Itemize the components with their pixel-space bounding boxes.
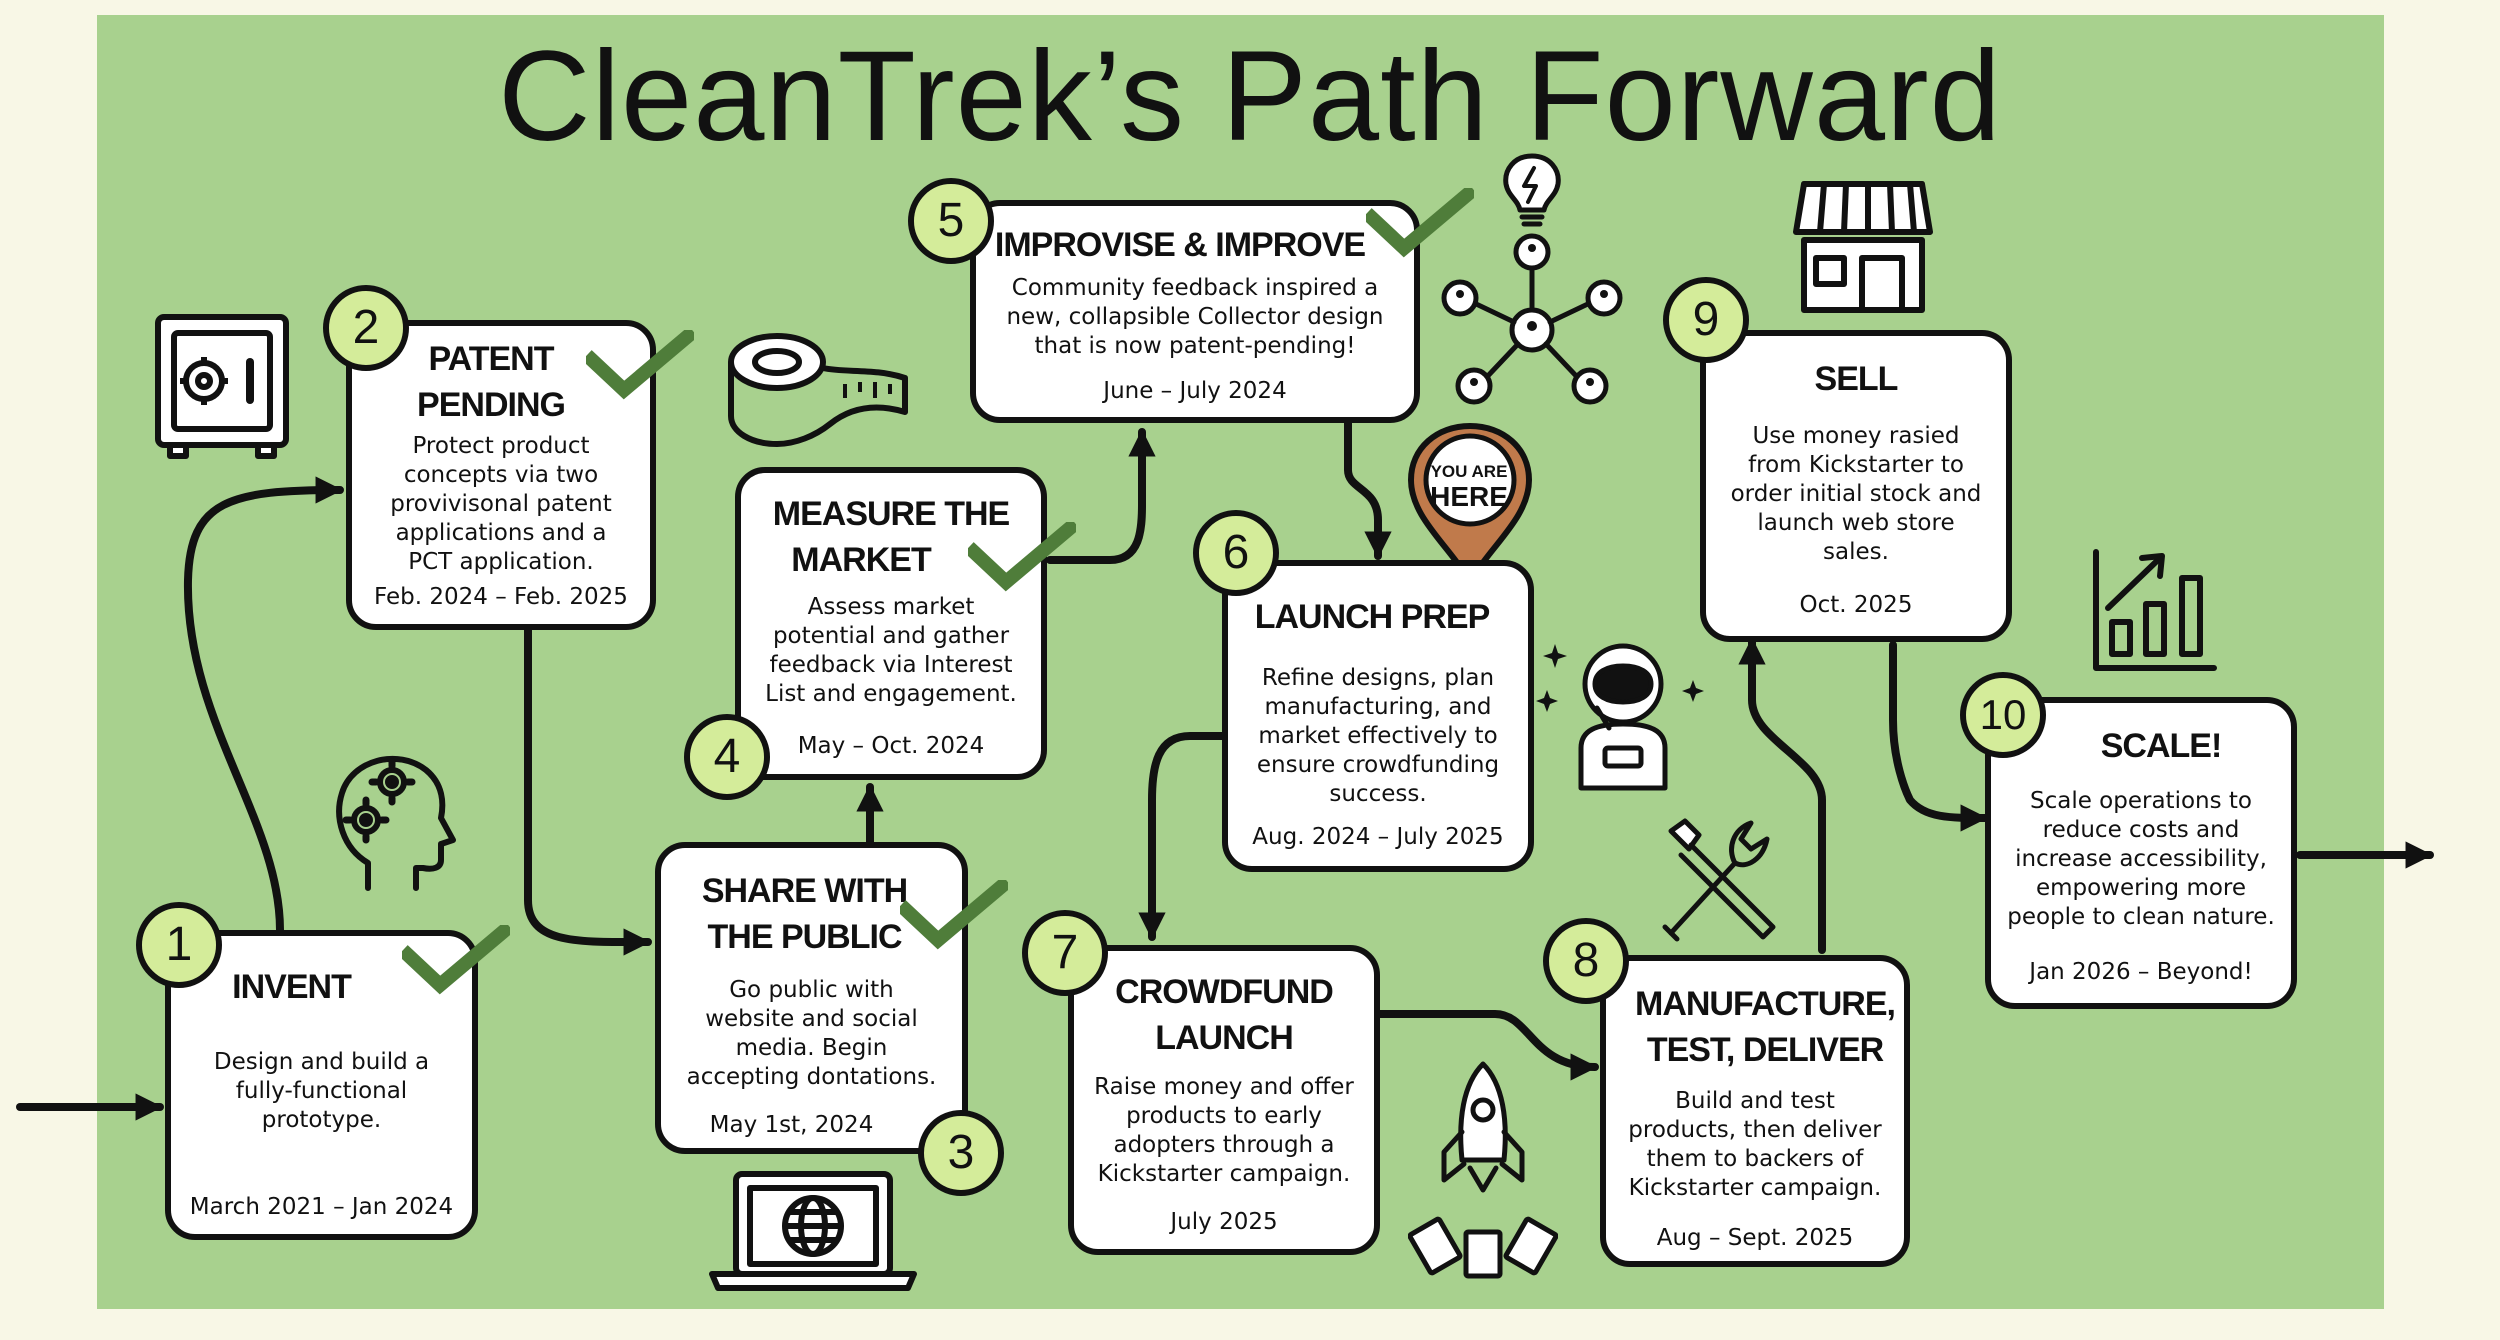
- arrow-6-to-7: [1138, 732, 1226, 941]
- arrow-1-to-2: [183, 476, 344, 934]
- step-title: LAUNCH PREP: [1254, 598, 1491, 636]
- step-3-share-with-the-public: SHARE WITH THE PUBLIC Go public with web…: [655, 842, 968, 1154]
- step-title: CROWDFUND LAUNCH: [1115, 973, 1334, 1057]
- step-date: Aug – Sept. 2025: [1656, 1225, 1854, 1251]
- step-number-badge: 6: [1193, 510, 1279, 596]
- step-number-badge: 9: [1663, 277, 1749, 363]
- step-number-badge: 1: [136, 902, 222, 988]
- marker-line-1: YOU ARE: [1430, 462, 1508, 481]
- check-mark-icon: [900, 880, 1008, 950]
- step-date: May – Oct. 2024: [797, 733, 985, 759]
- you-are-here-label: YOU ARE HERE: [1424, 462, 1514, 512]
- check-mark-icon: [1366, 188, 1474, 258]
- step-title: SCALE!: [2100, 727, 2223, 765]
- step-number-badge: 5: [908, 178, 994, 264]
- step-8-manufacture-test-deliver: MANUFACTURE, TEST, DELIVER Build and tes…: [1600, 955, 1910, 1267]
- step-number-badge: 8: [1543, 918, 1629, 1004]
- step-title: MANUFACTURE, TEST, DELIVER: [1635, 985, 1896, 1069]
- step-number-badge: 4: [684, 714, 770, 800]
- check-mark-icon: [968, 522, 1076, 592]
- wrench-screwdriver-icon: [1662, 818, 1776, 942]
- step-date: July 2025: [1170, 1209, 1278, 1235]
- astronaut-icon: [1536, 643, 1704, 791]
- step-description: Raise money and offer products to early …: [1094, 1074, 1354, 1187]
- step-description: Go public with website and social media.…: [686, 977, 937, 1090]
- marker-line-2: HERE: [1430, 481, 1508, 512]
- step-10-scale: SCALE! Scale operations to reduce costs …: [1985, 697, 2297, 1009]
- step-title: IMPROVISE & IMPROVE: [994, 226, 1366, 264]
- step-number-badge: 2: [323, 285, 409, 371]
- step-date: Jan 2026 – Beyond!: [2029, 959, 2253, 985]
- step-date: May 1st, 2024: [709, 1112, 874, 1138]
- step-number-badge: 3: [918, 1110, 1004, 1196]
- step-title: PATENT PENDING: [417, 340, 566, 424]
- step-9-sell: SELL Use money rasied from Kickstarter t…: [1700, 330, 2012, 642]
- measuring-tape-icon: [728, 333, 908, 447]
- arrow-8-to-9: [1738, 636, 1826, 954]
- step-title: INVENT: [232, 968, 352, 1006]
- check-mark-icon: [586, 330, 694, 400]
- step-description: Refine designs, plan manufacturing, and …: [1256, 665, 1500, 807]
- step-description: Community feedback inspired a new, colla…: [1006, 275, 1384, 359]
- brain-gears-icon: [336, 755, 456, 891]
- step-date: Oct. 2025: [1799, 592, 1913, 618]
- step-1-invent: INVENT Design and build a fully-function…: [165, 930, 478, 1240]
- arrow-4-to-5: [1046, 428, 1156, 564]
- step-title: SELL: [1814, 360, 1899, 398]
- step-number-badge: 10: [1960, 672, 2046, 758]
- step-description: Protect product concepts via two provivi…: [390, 433, 612, 575]
- growth-chart-icon: [2093, 549, 2217, 671]
- step-title: MEASURE THE MARKET: [772, 495, 1010, 579]
- step-4-measure-the-market: MEASURE THE MARKET Assess market potenti…: [735, 467, 1047, 780]
- page-title: CleanTrek’s Path Forward: [498, 25, 2002, 168]
- step-6-launch-prep: LAUNCH PREP Refine designs, plan manufac…: [1222, 560, 1534, 872]
- step-title: SHARE WITH THE PUBLIC: [701, 872, 908, 956]
- storefront-icon: [1793, 181, 1933, 313]
- arrow-2-to-3: [524, 626, 652, 956]
- rocket-money-icon: [1408, 1061, 1558, 1279]
- arrow-9-to-10: [1889, 641, 1989, 832]
- check-mark-icon: [402, 925, 510, 995]
- step-description: Design and build a fully-functional prot…: [213, 1049, 430, 1133]
- step-description: Build and test products, then deliver th…: [1628, 1088, 1882, 1201]
- arrow-5-to-6: [1344, 418, 1392, 560]
- arrow-7-to-8: [1376, 1010, 1599, 1081]
- safe-icon: [155, 314, 289, 459]
- step-date: March 2021 – Jan 2024: [189, 1194, 454, 1220]
- step-description: Scale operations to reduce costs and inc…: [2007, 788, 2275, 930]
- step-date: June – July 2024: [1103, 378, 1287, 404]
- location-pin-icon: [1408, 423, 1532, 587]
- step-description: Assess market potential and gather feedb…: [765, 594, 1017, 707]
- step-date: Feb. 2024 – Feb. 2025: [374, 584, 628, 610]
- step-description: Use money rasied from Kickstarter to ord…: [1730, 423, 1982, 565]
- lightbulb-network-icon: [1441, 153, 1623, 405]
- step-date: Aug. 2024 – July 2025: [1252, 824, 1504, 850]
- laptop-globe-icon: [709, 1171, 917, 1291]
- step-5-improvise-and-improve: IMPROVISE & IMPROVE Community feedback i…: [970, 200, 1420, 423]
- step-7-crowdfund-launch: CROWDFUND LAUNCH Raise money and offer p…: [1068, 945, 1380, 1255]
- step-number-badge: 7: [1022, 910, 1108, 996]
